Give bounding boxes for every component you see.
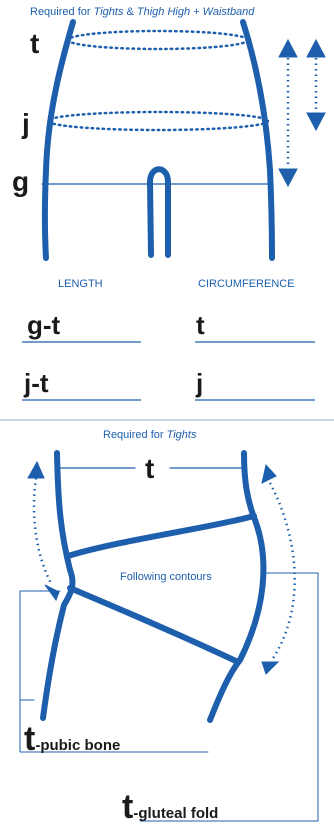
gluteal-fold-line <box>67 585 241 665</box>
contour-arrows <box>27 460 296 675</box>
gluteal-fold-leader <box>139 572 319 822</box>
column-header-length: LENGTH <box>58 278 103 290</box>
field-label-g-t: g-t <box>27 310 61 340</box>
back-leg-outline <box>207 450 267 723</box>
form-underlines <box>22 341 315 401</box>
field-label-j: j <box>196 368 204 398</box>
column-header-circumference: CIRCUMFERENCE <box>198 278 295 290</box>
circumference-t-ellipse <box>66 29 250 51</box>
front-legs-figure <box>41 19 275 261</box>
pubic-bone-label: t-pubic bone <box>24 720 121 758</box>
contours-note: Following contours <box>120 571 212 583</box>
level-label-t: t <box>30 28 40 59</box>
field-label-j-t: j-t <box>24 368 49 398</box>
level-label-j: j <box>22 108 30 139</box>
level-label-g: g <box>12 166 30 197</box>
gluteal-fold-label: t-gluteal fold <box>122 788 219 826</box>
inner-legs-outline <box>146 166 171 258</box>
top-requirement-note: Required for Tights & Thigh High + Waist… <box>30 6 255 18</box>
front-leg-outline <box>40 450 76 721</box>
pubic-bone-leader <box>19 590 61 701</box>
side-view-figure <box>19 450 319 822</box>
left-leg-outline <box>41 19 76 261</box>
length-arrows <box>278 38 326 188</box>
bottom-requirement-note: Required for Tights <box>103 429 197 441</box>
field-label-t: t <box>196 310 205 340</box>
waist-label-t: t <box>145 453 155 484</box>
pubic-bone-baseline <box>19 699 209 753</box>
circumference-j-ellipse <box>46 110 270 132</box>
right-leg-outline <box>240 19 275 261</box>
pubic-bone-line <box>65 513 257 559</box>
